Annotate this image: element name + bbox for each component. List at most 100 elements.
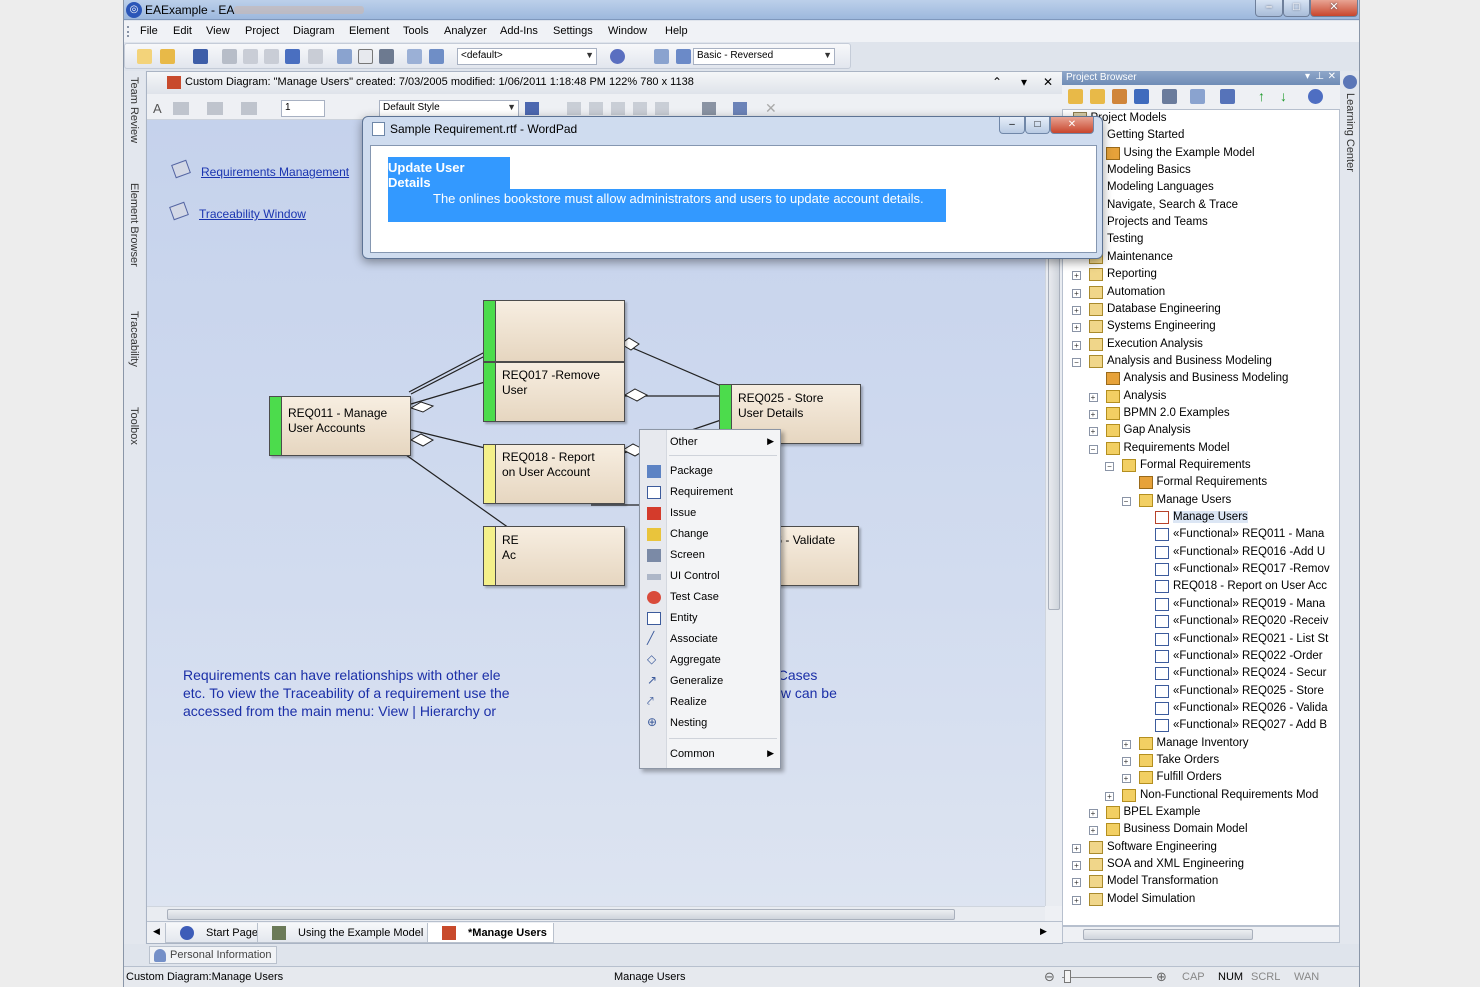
close-diagram-icon[interactable]: ✕	[1043, 75, 1054, 89]
tree-item[interactable]: −Manage Users	[1063, 493, 1339, 510]
menu-view[interactable]: View	[206, 25, 230, 37]
expand-icon[interactable]: +	[1121, 774, 1131, 784]
tree-item[interactable]: Maintenance	[1063, 250, 1339, 267]
tree-item[interactable]: +Automation	[1063, 285, 1339, 302]
wordpad-document[interactable]: Update User Details The onlines bookstor…	[370, 145, 1097, 253]
save-icon[interactable]	[193, 49, 208, 64]
requirement-req017[interactable]: REQ017 -Remove User	[483, 362, 625, 422]
delete-icon[interactable]: ✕	[765, 100, 777, 116]
menu-help[interactable]: Help	[665, 25, 688, 37]
layout-diagram-icon[interactable]	[702, 102, 716, 115]
menu-item-issue[interactable]: Issue	[641, 504, 779, 524]
expand-icon[interactable]: +	[1072, 323, 1081, 333]
font-color-icon[interactable]	[173, 102, 189, 115]
menu-item-screen[interactable]: Screen	[641, 546, 779, 566]
tree-item[interactable]: Testing	[1063, 232, 1339, 249]
close-button[interactable]: ✕	[1310, 0, 1358, 17]
tree-item[interactable]: Modeling Basics	[1063, 163, 1339, 180]
properties-icon[interactable]	[1190, 89, 1205, 104]
menu-item-other[interactable]: Other▶	[641, 433, 779, 453]
line-color-icon[interactable]	[241, 102, 257, 115]
tree-item[interactable]: «Functional» REQ017 -Remov	[1063, 562, 1339, 579]
requirement-req018[interactable]: REQ018 - Report on User Account	[483, 444, 625, 504]
tree-item[interactable]: +Analysis	[1063, 389, 1339, 406]
collapse-icon[interactable]: −	[1121, 496, 1131, 506]
new-model-icon[interactable]	[1068, 89, 1083, 104]
requirement-partial[interactable]: RE Ac	[483, 526, 625, 586]
menu-item-associate[interactable]: ╱Associate	[641, 630, 779, 650]
find-icon[interactable]	[407, 49, 422, 64]
expand-icon[interactable]: +	[1121, 739, 1131, 749]
menu-item-package[interactable]: Package	[641, 462, 779, 482]
menu-item-ui-control[interactable]: UI Control	[641, 567, 779, 587]
help-icon[interactable]	[610, 49, 625, 64]
tab-manage-users[interactable]: *Manage Users	[427, 923, 554, 943]
tree-item[interactable]: «Functional» REQ026 - Valida	[1063, 701, 1339, 718]
zoom-slider-thumb[interactable]	[1064, 970, 1071, 983]
new-diagram-icon[interactable]	[1112, 89, 1127, 104]
tree-item[interactable]: «Functional» REQ016 -Add U	[1063, 545, 1339, 562]
menu-edit[interactable]: Edit	[173, 25, 192, 37]
align-tools-icons[interactable]	[567, 102, 677, 115]
tree-item[interactable]: +Model Transformation	[1063, 874, 1339, 891]
tree-item[interactable]: Formal Requirements	[1063, 475, 1339, 492]
scroll-thumb[interactable]	[1083, 929, 1253, 940]
tree-item[interactable]: +Database Engineering	[1063, 302, 1339, 319]
perspective-select[interactable]: <default> ▼	[457, 48, 597, 65]
expand-icon[interactable]: +	[1088, 409, 1098, 419]
new-package-icon[interactable]	[1090, 89, 1105, 104]
tree-item[interactable]: Projects and Teams	[1063, 215, 1339, 232]
expand-icon[interactable]: +	[1088, 826, 1098, 836]
find-in-browser-icon[interactable]	[1162, 89, 1177, 104]
menu-analyzer[interactable]: Analyzer	[444, 25, 487, 37]
layout-icon[interactable]	[654, 49, 669, 64]
tree-item[interactable]: +Reporting	[1063, 267, 1339, 284]
search-model-icon[interactable]	[429, 49, 444, 64]
fill-color-icon[interactable]	[207, 102, 223, 115]
tree-item[interactable]: Using the Example Model	[1063, 146, 1339, 163]
menu-item-realize[interactable]: ⤤Realize	[641, 693, 779, 713]
print-icon[interactable]	[379, 49, 394, 64]
menu-tools[interactable]: Tools	[403, 25, 429, 37]
open-folder-icon[interactable]	[160, 49, 175, 64]
tree-item[interactable]: «Functional» REQ011 - Mana	[1063, 527, 1339, 544]
menu-diagram[interactable]: Diagram	[293, 25, 335, 37]
expand-icon[interactable]: +	[1088, 427, 1098, 437]
tree-item[interactable]: «Functional» REQ027 - Add B	[1063, 718, 1339, 735]
wordpad-minimize-button[interactable]: –	[999, 117, 1025, 134]
style-select[interactable]: Default Style ▼	[379, 100, 519, 117]
line-width-input[interactable]: 1	[281, 100, 325, 117]
menu-item-test-case[interactable]: Test Case	[641, 588, 779, 608]
menu-item-generalize[interactable]: ↗Generalize	[641, 672, 779, 692]
tree-item[interactable]: +Non-Functional Requirements Mod	[1063, 788, 1339, 805]
tab-start-page[interactable]: Start Page	[165, 923, 265, 943]
tree-item[interactable]: Modeling Languages	[1063, 180, 1339, 197]
requirements-management-link[interactable]: Requirements Management	[201, 165, 350, 179]
menu-item-nesting[interactable]: ⊕Nesting	[641, 714, 779, 734]
tree-item[interactable]: +SOA and XML Engineering	[1063, 857, 1339, 874]
menu-item-aggregate[interactable]: ◇Aggregate	[641, 651, 779, 671]
collapse-icon[interactable]: −	[1088, 444, 1098, 454]
tree-item[interactable]: +Software Engineering	[1063, 840, 1339, 857]
team-review-tab[interactable]: Team Review	[128, 77, 140, 144]
paste-icon[interactable]	[264, 49, 279, 64]
pin-icon[interactable]: ⊥	[1315, 71, 1324, 82]
expand-icon[interactable]: +	[1072, 271, 1081, 281]
zoom-slider[interactable]	[1062, 977, 1152, 978]
collapse-icon[interactable]: −	[1105, 462, 1114, 471]
horizontal-scrollbar[interactable]	[147, 906, 1045, 921]
tree-item[interactable]: −Analysis and Business Modeling	[1063, 354, 1339, 371]
export-image-icon[interactable]	[733, 102, 747, 115]
tree-item[interactable]: Project Models	[1063, 111, 1339, 128]
zoom-in-icon[interactable]: ⊕	[1156, 969, 1167, 984]
tree-item[interactable]: «Functional» REQ025 - Store	[1063, 684, 1339, 701]
tree-item[interactable]: REQ018 - Report on User Acc	[1063, 579, 1339, 596]
tree-item[interactable]: +Systems Engineering	[1063, 319, 1339, 336]
collapse-icon[interactable]: ⌃	[992, 75, 1003, 89]
redo-icon[interactable]	[308, 49, 323, 64]
cut-icon[interactable]	[222, 49, 237, 64]
learning-center-icon[interactable]	[1343, 75, 1357, 89]
wordpad-maximize-button[interactable]: □	[1025, 117, 1050, 134]
apply-style-icon[interactable]	[525, 102, 539, 115]
